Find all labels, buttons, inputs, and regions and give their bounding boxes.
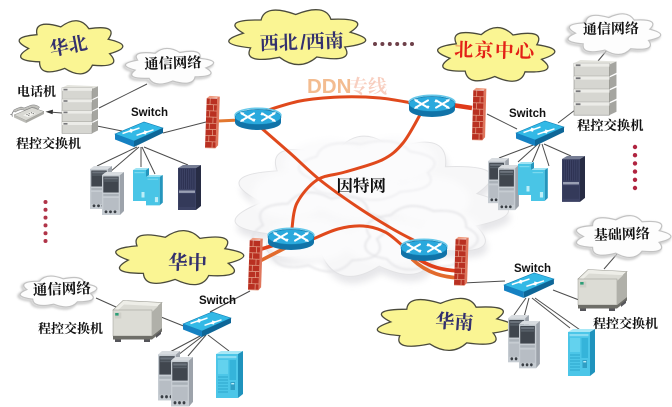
svg-text:Switch: Switch bbox=[131, 107, 168, 119]
svg-text:Switch: Switch bbox=[199, 295, 236, 307]
svg-text:Switch: Switch bbox=[509, 108, 546, 120]
svg-text:Switch: Switch bbox=[514, 263, 551, 275]
svg-text:DDN: DDN bbox=[307, 75, 351, 98]
